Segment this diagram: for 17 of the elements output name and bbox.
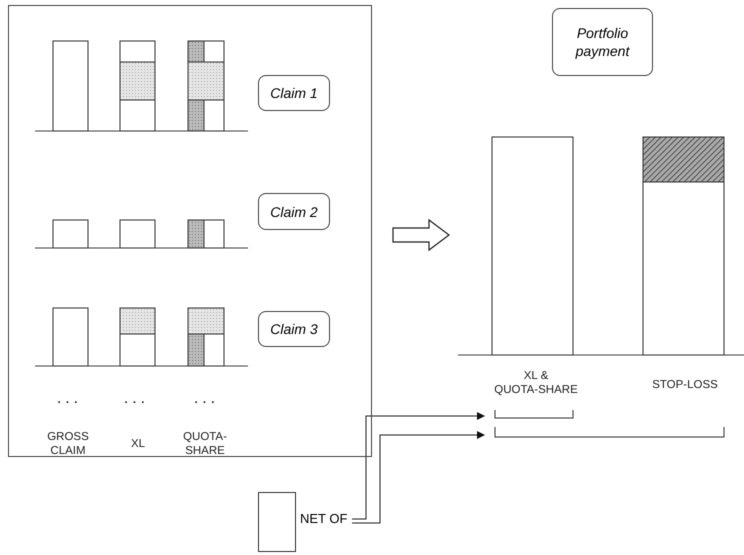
- note-text: NET OF: [300, 508, 350, 530]
- arrow: [352, 412, 485, 520]
- claim-label: Claim 1: [258, 75, 330, 111]
- ellipsis: . . .: [56, 393, 80, 407]
- ellipsis: . . .: [194, 393, 216, 407]
- claim-label: Claim 3: [258, 311, 330, 347]
- axis-label: STOP-LOSS: [651, 378, 719, 392]
- arrow: [352, 431, 485, 524]
- block-arrow: [392, 218, 450, 252]
- axis-label: XL: [130, 437, 146, 451]
- axis-label: XL & QUOTA-SHARE: [493, 369, 579, 397]
- panel-frame: [8, 5, 372, 457]
- ellipsis: . . .: [124, 393, 146, 407]
- claim-label: Claim 2: [258, 193, 330, 230]
- axis-label: GROSS CLAIM: [46, 430, 90, 458]
- title-box: Portfolio payment: [552, 8, 653, 76]
- axis-label: QUOTA-SHARE: [182, 430, 228, 458]
